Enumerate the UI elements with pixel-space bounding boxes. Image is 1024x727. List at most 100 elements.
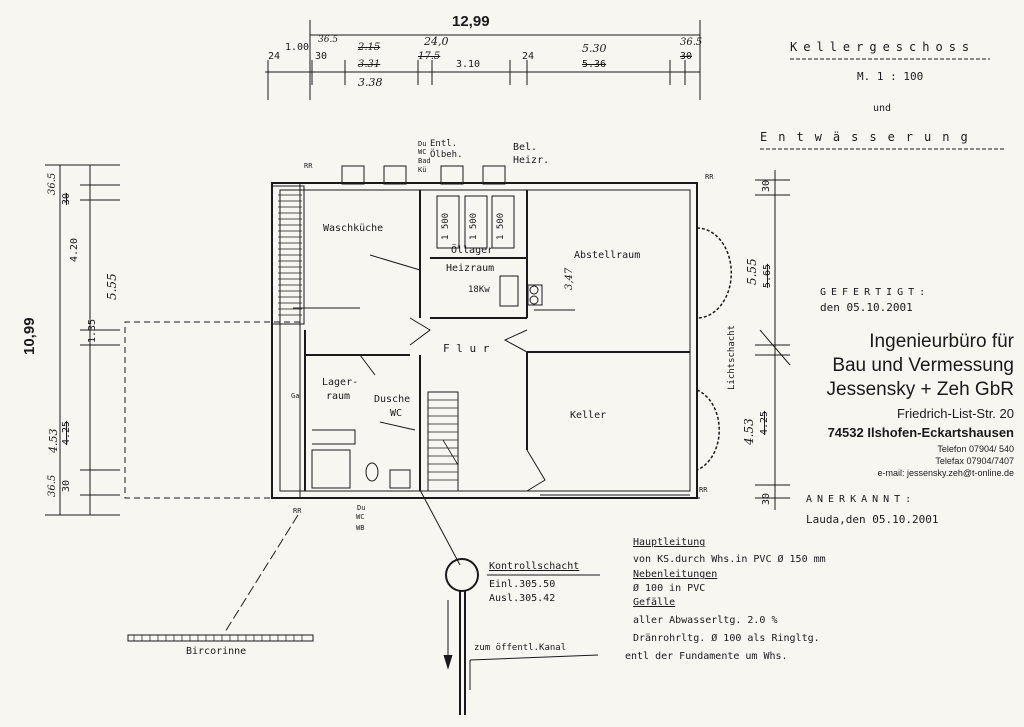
dim-top-4: 3.38 <box>358 76 383 89</box>
floor-title: Kellergeschoss <box>790 40 976 54</box>
office-line2: Bau und Vermessung <box>832 355 1014 376</box>
fixture-bad: Bad <box>418 157 431 165</box>
note-branch-title: Nebenleitungen <box>633 569 718 580</box>
dim-top-6: 17.5 <box>418 51 441 62</box>
dim-left-1: 30 <box>61 192 72 205</box>
light-shaft-south <box>696 389 720 471</box>
dim-left-6: 4.25 <box>61 420 72 445</box>
dim-right-5: 30 <box>761 492 772 505</box>
und-label: und <box>873 103 892 114</box>
room-flur: F l u r <box>443 342 490 355</box>
office-email: e-mail: jessensky.zeh@t-online.de <box>877 468 1014 478</box>
inner-wall-line <box>279 189 691 492</box>
fixture-du: Du <box>418 140 427 148</box>
oil-tank-2 <box>464 195 488 249</box>
note-slope-title: Gefälle <box>633 597 676 608</box>
tank-3-label: 1 500 <box>496 212 506 240</box>
room-lager-1: Lager- <box>322 377 359 388</box>
door-lager <box>359 354 376 376</box>
dim-top-9: 5.30 <box>582 42 607 55</box>
dim-top-8: 24 <box>522 51 535 62</box>
inspection-outlet: Ausl.305.42 <box>489 593 556 604</box>
room-abstellraum: Abstellraum <box>574 250 641 261</box>
inspection-title: Kontrollschacht <box>489 561 580 572</box>
drain-pipe-network <box>293 182 700 566</box>
rr-bottom-right: RR <box>699 486 708 494</box>
note-slope-line3: entl der Fundamente um Whs. <box>625 651 788 662</box>
drainage-title: Entwässerung <box>760 130 979 144</box>
dim-right-4: 4.25 <box>759 410 770 435</box>
room-keller: Keller <box>570 410 607 421</box>
office-line3: Jessensky + Zeh GbR <box>826 379 1014 400</box>
fixture-kue: Kü <box>418 166 427 174</box>
room-dusche: Dusche <box>374 394 411 405</box>
washbasin <box>389 469 411 489</box>
window-2 <box>383 165 407 185</box>
exterior-stair <box>271 185 305 325</box>
tank-1-label: 1 500 <box>441 212 451 240</box>
inspection-inlet: Einl.305.50 <box>489 579 556 590</box>
fixture-wb-2: WB <box>356 524 365 532</box>
dim-top-11: 36.5 <box>680 37 703 48</box>
dim-top-5: 24,0 <box>424 35 449 48</box>
tank-2-label: 1 500 <box>469 212 479 240</box>
total-depth: 10,99 <box>21 317 38 355</box>
window-1 <box>341 165 365 185</box>
dim-left-2: 4.20 <box>69 237 80 262</box>
note-branch-text: Ø 100 in PVC <box>633 583 706 594</box>
dim-right-2: 5.65 <box>762 263 773 288</box>
gutter-drain <box>127 634 314 642</box>
dim-right-0: 30 <box>761 179 772 192</box>
created-label: GEFERTIGT: <box>820 287 931 298</box>
dim-left-4: 1.35 <box>87 318 98 343</box>
dim-right-3: 4.53 <box>742 418 756 445</box>
gutter-label: Bircorinne <box>186 646 247 657</box>
fixture-oelbeh: Ölbeh. <box>430 150 463 160</box>
office-phone: Telefon 07904/ 540 <box>937 444 1014 454</box>
oil-tank-3 <box>491 195 515 249</box>
dim-left-7: 36.5 <box>47 474 58 497</box>
room-lager-2: raum <box>326 391 351 402</box>
fixture-du-2: Du <box>357 504 366 512</box>
room-heizraum: Heizraum <box>446 263 495 274</box>
fixture-heizr: Heizr. <box>513 155 550 166</box>
inspection-shaft <box>445 558 479 592</box>
door-keller <box>503 329 528 353</box>
dim-left-0: 36.5 <box>47 172 58 195</box>
dim-top-12: 30 <box>680 51 693 62</box>
dim-top-1: 1.00 <box>285 42 310 53</box>
note-slope-line2: Dränrohrltg. Ø 100 als Ringltg. <box>633 633 820 644</box>
dim-top-3: 3.31 <box>358 59 381 70</box>
note-main-title: Hauptleitung <box>633 537 706 548</box>
window-4 <box>482 165 506 185</box>
toilet <box>365 462 379 482</box>
dim-top-2: 30 <box>315 51 328 62</box>
rr-top-right: RR <box>705 173 714 181</box>
approved-place-date: Lauda,den 05.10.2001 <box>806 513 939 526</box>
interior-stair-treads <box>428 399 459 481</box>
created-date: den 05.10.2001 <box>820 301 913 314</box>
dim-left-3: 5.55 <box>105 273 119 300</box>
dim-top-0: 24 <box>268 51 281 62</box>
note-slope-line1: aller Abwasserltg. 2.0 % <box>633 615 778 626</box>
office-line1: Ingenieurbüro für <box>869 331 1014 352</box>
dim-left-8: 30 <box>61 479 72 492</box>
boiler <box>499 275 519 307</box>
note-main-text: von KS.durch Whs.in PVC Ø 150 mm <box>633 554 826 565</box>
dim-top-7: 3.10 <box>456 59 481 70</box>
dim-top-hand-1: 2.15 <box>358 42 381 53</box>
office-city: 74532 Ilshofen-Eckartshausen <box>827 425 1014 440</box>
office-fax: Telefax 07904/7407 <box>935 456 1014 466</box>
ga-label: Ga <box>291 392 300 400</box>
to-sewer-label: zum öffentl.Kanal <box>474 643 567 653</box>
room-waschkueche: Waschküche <box>323 223 384 234</box>
door-flur <box>409 317 431 346</box>
boiler-label: 18Kw <box>468 285 490 295</box>
abst-hand-dim: 3,47 <box>564 267 575 290</box>
rr-bottom-left: RR <box>293 507 302 515</box>
room-lichtschacht: Lichtschacht <box>727 324 737 390</box>
drain-to-gutter <box>224 514 299 633</box>
room-wc: WC <box>390 408 403 419</box>
fixture-wc: WC <box>418 148 427 156</box>
dim-right-1: 5.55 <box>745 258 759 285</box>
